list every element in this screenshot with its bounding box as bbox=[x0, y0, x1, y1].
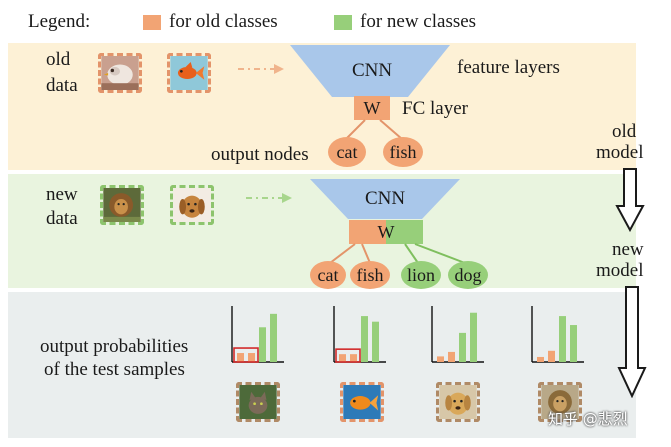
bird-image bbox=[101, 56, 139, 90]
new-node-fish: fish bbox=[350, 261, 390, 289]
new-data-label-2: data bbox=[46, 208, 78, 229]
legend-new-swatch bbox=[334, 15, 352, 30]
dog-image bbox=[173, 188, 211, 222]
feature-layers-label: feature layers bbox=[457, 57, 560, 78]
test-image-dog bbox=[436, 382, 480, 422]
old-cnn-label: CNN bbox=[351, 60, 393, 81]
bar-fish bbox=[548, 350, 555, 362]
test-image-goldfish bbox=[340, 382, 384, 422]
new-fc-weights-label: W bbox=[377, 221, 395, 242]
bar-lion bbox=[259, 327, 266, 362]
old-model-label-1: old bbox=[612, 121, 637, 142]
new-model-label-2: model bbox=[596, 260, 644, 281]
old-node-fish: fish bbox=[383, 137, 423, 167]
bar-dog bbox=[570, 325, 577, 362]
prob-chart-4 bbox=[531, 306, 584, 363]
bar-dog bbox=[270, 313, 277, 362]
bar-cat bbox=[537, 356, 544, 362]
old-classes-highlight-box bbox=[233, 347, 259, 363]
new-fc-weights: W bbox=[349, 220, 423, 244]
lion-image bbox=[103, 188, 141, 222]
watermark: 知乎 @悲烈 bbox=[548, 410, 628, 428]
old-image-goldfish bbox=[167, 53, 211, 93]
new-cnn-trapezoid bbox=[310, 179, 460, 219]
old-data-label-1: old bbox=[46, 49, 71, 70]
new-image-lion bbox=[100, 185, 144, 225]
old-data-label-2: data bbox=[46, 75, 78, 96]
bar-cat bbox=[237, 353, 244, 362]
lion-image bbox=[541, 385, 579, 419]
down-arrow-icon bbox=[615, 168, 645, 232]
bar-fish bbox=[448, 351, 455, 362]
old-node-cat: cat bbox=[328, 137, 366, 167]
old-data-arrow bbox=[238, 64, 284, 74]
new-data-arrow bbox=[246, 193, 292, 203]
bar-fish bbox=[350, 354, 357, 362]
legend-old-swatch bbox=[143, 15, 161, 30]
bar-lion bbox=[459, 332, 466, 362]
old-classes-highlight-box bbox=[335, 348, 361, 363]
prob-chart-1 bbox=[231, 306, 284, 363]
new-model-label-1: new bbox=[612, 239, 644, 260]
down-arrow-icon bbox=[617, 286, 647, 398]
output-probabilities-label-1: output probabilities bbox=[40, 336, 189, 357]
bar-lion bbox=[559, 316, 566, 362]
new-cnn-label: CNN bbox=[364, 188, 406, 209]
old-image-bird bbox=[98, 53, 142, 93]
old-model-label-2: model bbox=[596, 142, 644, 163]
bar-dog bbox=[470, 312, 477, 362]
bar-dog bbox=[372, 321, 379, 362]
goldfish-image bbox=[343, 385, 381, 419]
output-probabilities-label-2: of the test samples bbox=[44, 359, 185, 380]
legend-old-label: for old classes bbox=[169, 11, 278, 32]
prob-chart-3 bbox=[431, 306, 484, 363]
old-fc-connections bbox=[345, 119, 403, 140]
output-nodes-label: output nodes bbox=[211, 144, 309, 165]
bar-fish bbox=[248, 353, 255, 362]
test-image-cat bbox=[236, 382, 280, 422]
new-node-cat: cat bbox=[310, 261, 346, 289]
goldfish-image bbox=[170, 56, 208, 90]
new-node-lion: lion bbox=[401, 261, 441, 289]
prob-chart-2 bbox=[333, 306, 386, 363]
bar-cat bbox=[339, 354, 346, 362]
bar-cat bbox=[437, 356, 444, 362]
dog-image bbox=[439, 385, 477, 419]
new-data-label-1: new bbox=[46, 184, 78, 205]
new-node-dog: dog bbox=[448, 261, 488, 289]
test-image-lion bbox=[538, 382, 582, 422]
old-cnn-trapezoid bbox=[290, 45, 450, 97]
legend-new-label: for new classes bbox=[360, 11, 477, 32]
old-fc-weights: W bbox=[354, 96, 390, 120]
bar-lion bbox=[361, 316, 368, 362]
fc-layer-label: FC layer bbox=[402, 98, 468, 119]
new-fc-connections bbox=[329, 243, 466, 264]
new-image-dog bbox=[170, 185, 214, 225]
legend-title: Legend: bbox=[28, 11, 91, 32]
cat-image bbox=[239, 385, 277, 419]
